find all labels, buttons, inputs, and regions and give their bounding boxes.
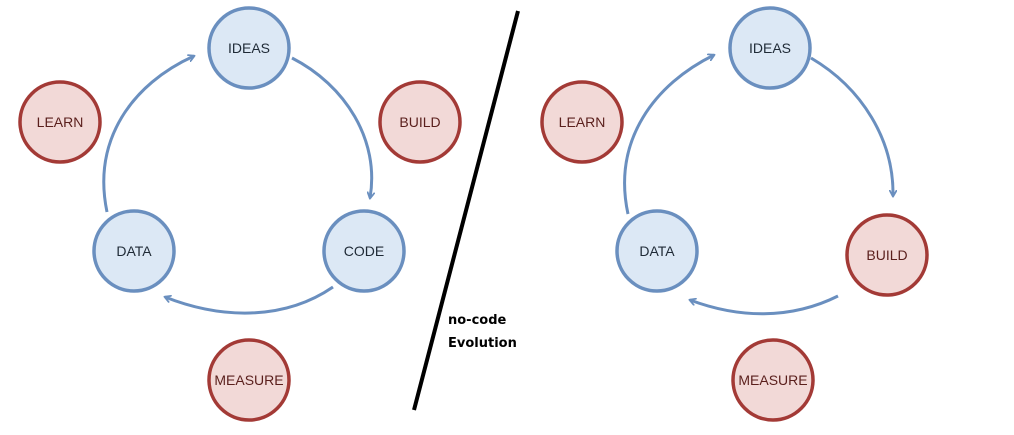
right-cycle: IDEAS BUILD DATA LEARN MEASURE	[540, 6, 929, 422]
caption-line1: no-code	[448, 313, 507, 328]
left-node-data-label: DATA	[116, 243, 152, 259]
right-node-ideas-label: IDEAS	[749, 40, 791, 56]
left-phase-build: BUILD	[378, 80, 462, 164]
right-node-ideas: IDEAS	[728, 6, 812, 90]
left-phase-learn: LEARN	[18, 80, 102, 164]
right-phase-measure: MEASURE	[731, 338, 815, 422]
left-arrow-ideas-to-code	[291, 56, 372, 198]
caption-line2: Evolution	[448, 336, 517, 351]
right-phase-learn: LEARN	[540, 80, 624, 164]
left-arrow-data-to-ideas	[102, 56, 194, 213]
left-phase-measure-label: MEASURE	[214, 372, 283, 388]
right-node-data-label: DATA	[639, 243, 675, 259]
left-node-code: CODE	[322, 209, 406, 293]
left-arrow-code-to-data	[165, 285, 334, 315]
left-cycle: IDEAS CODE DATA LEARN BUILD MEASURE	[18, 6, 462, 422]
right-phase-learn-label: LEARN	[559, 114, 606, 130]
left-phase-measure: MEASURE	[207, 338, 291, 422]
right-arrow-data-to-ideas	[623, 55, 714, 215]
left-node-ideas-label: IDEAS	[228, 40, 270, 56]
right-node-build: BUILD	[845, 213, 929, 297]
right-node-build-label: BUILD	[866, 247, 907, 263]
divider-line	[412, 10, 520, 411]
right-arrow-build-to-data	[690, 294, 839, 316]
left-node-code-label: CODE	[344, 243, 384, 259]
left-phase-build-label: BUILD	[399, 114, 440, 130]
left-node-ideas: IDEAS	[207, 6, 291, 90]
right-node-data: DATA	[615, 209, 699, 293]
left-node-data: DATA	[92, 209, 176, 293]
right-arrow-ideas-to-build	[810, 56, 893, 196]
right-phase-measure-label: MEASURE	[738, 372, 807, 388]
left-phase-learn-label: LEARN	[37, 114, 84, 130]
